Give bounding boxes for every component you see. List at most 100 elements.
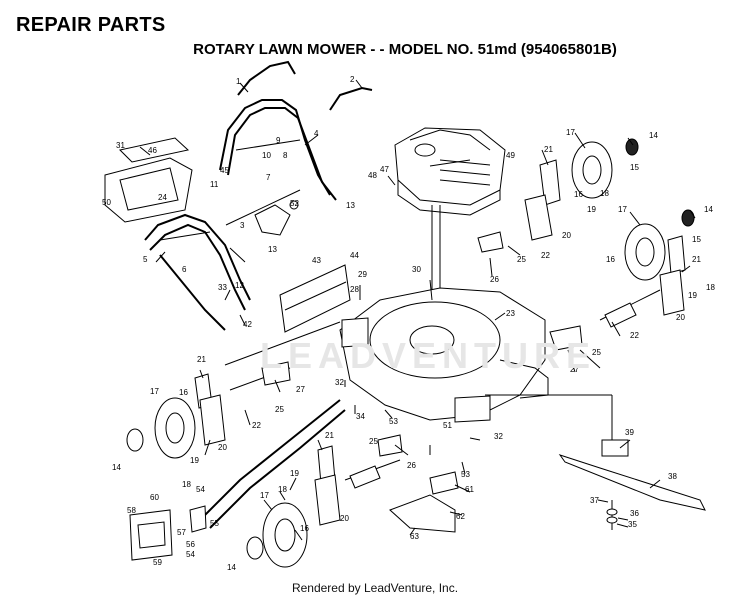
mower-deck bbox=[339, 287, 549, 423]
part-callout-3: 3 bbox=[240, 221, 245, 230]
part-callout-52: 52 bbox=[290, 199, 299, 208]
part-callout-15: 15 bbox=[692, 235, 701, 244]
wheel-front-left bbox=[126, 397, 196, 459]
starter-rope-guide bbox=[225, 189, 301, 236]
part-callout-22: 22 bbox=[630, 331, 639, 340]
part-callout-11: 11 bbox=[210, 180, 219, 189]
part-callout-13: 13 bbox=[346, 201, 355, 210]
part-callout-39: 39 bbox=[625, 428, 634, 437]
axles bbox=[224, 289, 661, 489]
part-callout-16: 16 bbox=[574, 190, 583, 199]
part-callout-53: 53 bbox=[461, 470, 470, 479]
part-callout-21: 21 bbox=[692, 255, 701, 264]
part-callout-33: 33 bbox=[218, 283, 227, 292]
footer-credit: Rendered by LeadVenture, Inc. bbox=[291, 581, 459, 595]
part-callout-22: 22 bbox=[252, 421, 261, 430]
part-callout-17: 17 bbox=[260, 491, 269, 500]
control-bail bbox=[329, 86, 373, 111]
part-callout-20: 20 bbox=[218, 443, 227, 452]
part-callout-57: 57 bbox=[177, 528, 186, 537]
part-callout-17: 17 bbox=[618, 205, 627, 214]
part-callout-47: 47 bbox=[380, 165, 389, 174]
part-callout-18: 18 bbox=[706, 283, 715, 292]
discharge-door bbox=[389, 471, 459, 533]
part-callout-14: 14 bbox=[112, 463, 121, 472]
part-callout-25: 25 bbox=[592, 348, 601, 357]
part-callout-15: 15 bbox=[630, 163, 639, 172]
part-callout-18: 18 bbox=[278, 485, 287, 494]
page-title: REPAIR PARTS bbox=[16, 14, 166, 36]
part-callout-4: 4 bbox=[314, 129, 319, 138]
part-callout-61: 61 bbox=[465, 485, 474, 494]
part-callout-18: 18 bbox=[182, 480, 191, 489]
part-callout-13: 13 bbox=[268, 245, 277, 254]
rear-link-bar bbox=[199, 399, 346, 529]
part-callout-32: 32 bbox=[494, 432, 503, 441]
part-callout-59: 59 bbox=[153, 558, 162, 567]
part-callout-25: 25 bbox=[275, 405, 284, 414]
part-callout-54: 54 bbox=[196, 485, 205, 494]
part-callout-1: 1 bbox=[236, 77, 241, 86]
part-callout-23: 23 bbox=[506, 309, 515, 318]
part-callout-8: 8 bbox=[283, 151, 288, 160]
part-callout-26: 26 bbox=[407, 461, 416, 470]
part-callout-19: 19 bbox=[290, 469, 299, 478]
part-callout-2: 2 bbox=[350, 75, 355, 84]
part-callout-22: 22 bbox=[541, 251, 550, 260]
part-callout-17: 17 bbox=[566, 128, 575, 137]
part-callout-60: 60 bbox=[150, 493, 159, 502]
wheel-front-right bbox=[624, 209, 695, 281]
part-callout-5: 5 bbox=[143, 255, 148, 264]
part-callout-21: 21 bbox=[197, 355, 206, 364]
rear-baffle bbox=[279, 264, 351, 333]
part-callout-14: 14 bbox=[227, 563, 236, 572]
height-adjuster-brackets bbox=[194, 159, 686, 526]
part-callout-26: 26 bbox=[490, 275, 499, 284]
watermark-text: LEADVENTURE bbox=[260, 335, 597, 376]
part-callout-53: 53 bbox=[389, 417, 398, 426]
leader-lines bbox=[139, 79, 696, 541]
part-callout-16: 16 bbox=[300, 524, 309, 533]
part-callout-14: 14 bbox=[704, 205, 713, 214]
part-callout-7: 7 bbox=[266, 173, 271, 182]
part-callout-12: 12 bbox=[235, 281, 244, 290]
part-callout-14: 14 bbox=[649, 131, 658, 140]
part-callout-21: 21 bbox=[544, 145, 553, 154]
part-callout-20: 20 bbox=[562, 231, 571, 240]
part-callout-63: 63 bbox=[410, 532, 419, 541]
part-callout-43: 43 bbox=[312, 256, 321, 265]
part-callout-37: 37 bbox=[590, 496, 599, 505]
part-callout-17: 17 bbox=[150, 387, 159, 396]
part-callout-42: 42 bbox=[243, 320, 252, 329]
wheel-rear-left bbox=[246, 502, 308, 568]
part-callout-21: 21 bbox=[325, 431, 334, 440]
part-callout-48: 48 bbox=[368, 171, 377, 180]
part-callout-19: 19 bbox=[190, 456, 199, 465]
part-callout-19: 19 bbox=[688, 291, 697, 300]
part-callout-56: 56 bbox=[186, 540, 195, 549]
part-callout-19: 19 bbox=[587, 205, 596, 214]
diagram-title: ROTARY LAWN MOWER - - MODEL NO. 51md (95… bbox=[193, 41, 617, 58]
engine bbox=[394, 127, 506, 216]
part-callout-10: 10 bbox=[262, 151, 271, 160]
part-callout-44: 44 bbox=[350, 251, 359, 260]
part-callout-55: 55 bbox=[210, 519, 219, 528]
lower-handle bbox=[144, 213, 251, 331]
part-callout-35: 35 bbox=[628, 520, 637, 529]
part-callout-46: 46 bbox=[148, 146, 157, 155]
part-callout-20: 20 bbox=[340, 514, 349, 523]
part-callout-16: 16 bbox=[179, 388, 188, 397]
mulching-plug bbox=[129, 505, 207, 561]
part-callout-54: 54 bbox=[186, 550, 195, 559]
part-callout-38: 38 bbox=[668, 472, 677, 481]
part-callout-27: 27 bbox=[296, 385, 305, 394]
part-callout-58: 58 bbox=[127, 506, 136, 515]
part-callout-6: 6 bbox=[182, 265, 187, 274]
part-callout-18: 18 bbox=[600, 189, 609, 198]
part-callout-32: 32 bbox=[335, 378, 344, 387]
part-callout-36: 36 bbox=[630, 509, 639, 518]
blade-assembly bbox=[485, 394, 706, 530]
part-callout-20: 20 bbox=[676, 313, 685, 322]
